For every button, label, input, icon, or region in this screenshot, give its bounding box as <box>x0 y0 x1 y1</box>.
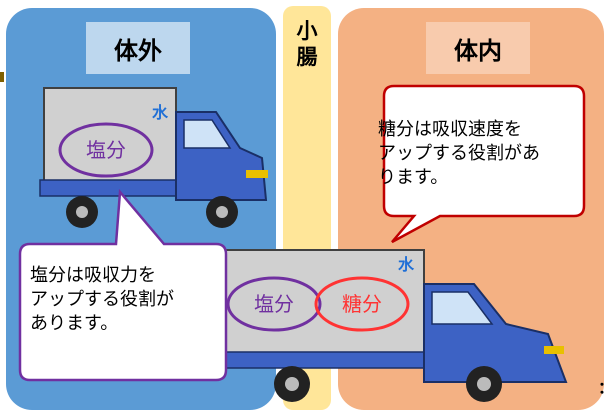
edge-mark-left <box>0 72 4 82</box>
small-intestine-label: 小 腸 <box>283 18 331 70</box>
bubble-upper-line-3: ります。 <box>378 167 449 188</box>
bubble-upper-line-1: 糖分は吸収速度を <box>378 119 522 140</box>
truck-upper-light <box>246 170 268 178</box>
truck-upper-hub-rear <box>76 206 88 218</box>
truck-lower-salt: 塩分 <box>254 292 294 316</box>
truck-lower-salt-ring <box>226 276 322 332</box>
bubble-lower-line-1: 塩分は吸収力を <box>30 265 156 286</box>
truck-lower-water: 水 <box>398 255 415 274</box>
inside-label: 体内 <box>426 22 530 74</box>
bubble-upper-line-2: アップする役割があ <box>378 143 540 164</box>
truck-upper-window <box>183 119 232 149</box>
speech-bubble-upper <box>382 84 586 244</box>
truck-upper-salt: 塩分 <box>86 138 126 162</box>
truck-upper: 塩分 水 <box>39 87 268 228</box>
bubble-lower-line-3: あります。 <box>30 313 119 334</box>
small-intestine-char-2: 腸 <box>296 45 318 69</box>
truck-upper-salt-ring <box>58 122 154 178</box>
truck-upper-water: 水 <box>152 103 169 122</box>
truck-lower-sugar-ring <box>314 276 410 332</box>
truck-lower: 塩分 糖分 水 <box>217 249 568 402</box>
speech-bubble-upper-text: 糖分は吸収速度を アップする役割があ ります。 <box>378 118 568 190</box>
truck-lower-window <box>431 291 494 325</box>
truck-upper-hub-front <box>216 206 228 218</box>
outside-label: 体外 <box>86 22 190 74</box>
speech-bubble-lower-text: 塩分は吸収力を アップする役割が あります。 <box>30 264 220 336</box>
speech-bubble-lower <box>18 188 228 382</box>
truck-lower-hub-rear <box>285 377 299 391</box>
truck-lower-sugar: 糖分 <box>342 292 382 316</box>
truck-lower-light <box>544 346 564 354</box>
truck-lower-chassis <box>217 351 441 369</box>
truck-lower-cargo <box>223 249 425 361</box>
edge-mark: ： <box>598 380 609 396</box>
small-intestine-char-1: 小 <box>296 19 318 43</box>
bubble-lower-line-2: アップする役割が <box>30 289 174 310</box>
truck-lower-hub-front <box>477 377 491 391</box>
truck-upper-chassis <box>39 179 191 197</box>
